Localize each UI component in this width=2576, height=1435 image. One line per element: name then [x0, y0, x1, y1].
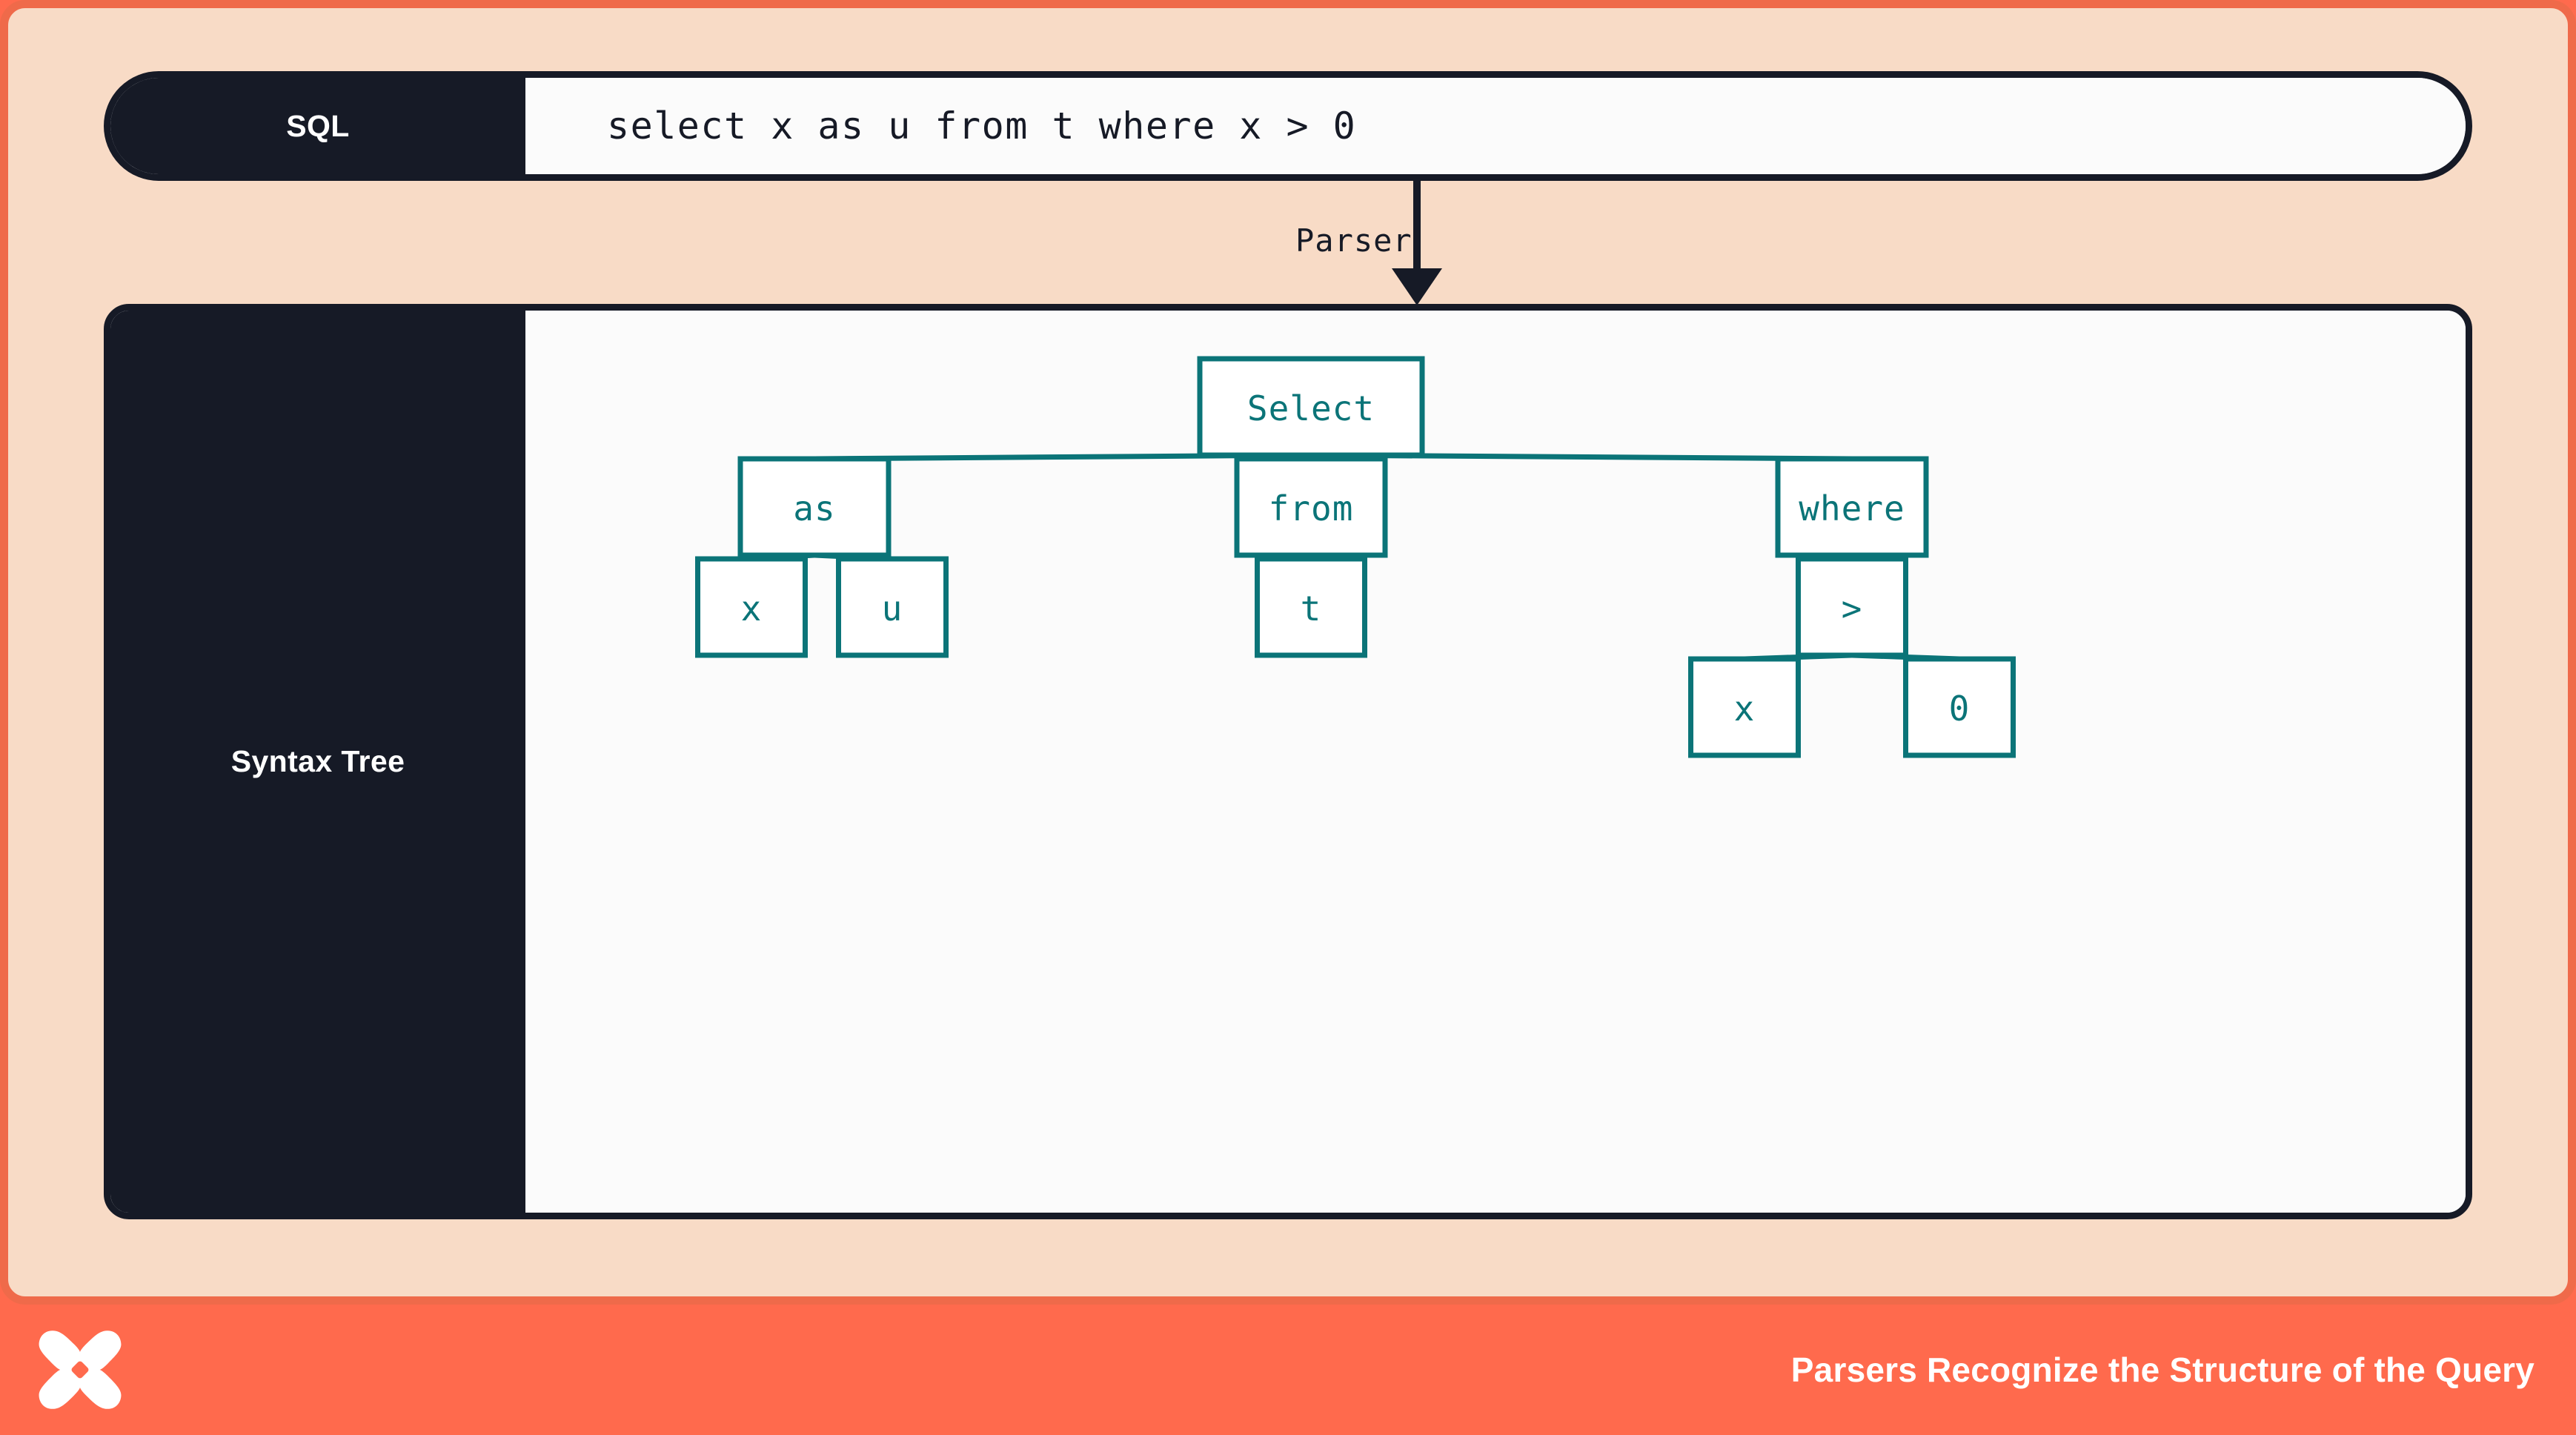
tree-node-box	[1255, 556, 1367, 658]
parser-arrow	[1260, 181, 1571, 307]
tree-node-box	[1197, 356, 1425, 458]
footer-bar: Parsers Recognize the Structure of the Q…	[0, 1305, 2576, 1435]
syntax-tree-canvas: Select as from where x u t > x 0	[525, 311, 2466, 1213]
tree-node-label: where	[1799, 488, 1905, 528]
tree-node-box	[737, 456, 892, 558]
tree-node[interactable]: 0	[1903, 656, 2016, 758]
x-butterfly-logo-icon	[39, 1330, 122, 1409]
tree-node[interactable]: from	[1234, 456, 1388, 558]
tree-node-label: Select	[1247, 388, 1375, 428]
tree-node[interactable]: u	[836, 556, 949, 658]
tree-node[interactable]: t	[1255, 556, 1367, 658]
tree-node-label: as	[793, 488, 835, 528]
tree-node[interactable]: Select	[1197, 356, 1425, 458]
sql-bar-label: SQL	[110, 78, 525, 174]
syntax-tree-label: Syntax Tree	[110, 311, 525, 1213]
tree-node[interactable]: x	[695, 556, 808, 658]
tree-node-box	[1775, 456, 1929, 558]
tree-node[interactable]: where	[1775, 456, 1929, 558]
syntax-tree-panel: Syntax Tree Select as from where x u t > x 0	[104, 304, 2472, 1219]
tree-node-box	[1796, 556, 1908, 658]
tree-node-box	[836, 556, 949, 658]
tree-node-label: from	[1269, 488, 1354, 528]
parser-label: Parser	[1295, 222, 1413, 259]
tree-node-box	[1234, 456, 1388, 558]
sql-bar: SQL select x as u from t where x > 0	[104, 71, 2472, 181]
sql-query-text[interactable]: select x as u from t where x > 0	[525, 78, 2466, 174]
tree-node-box	[1688, 656, 1801, 758]
syntax-tree-graph: Select as from where x u t > x 0	[695, 356, 2016, 758]
tree-node-label: 0	[1949, 689, 1971, 729]
tree-node-label: x	[741, 589, 763, 629]
tree-node[interactable]: x	[1688, 656, 1801, 758]
tree-node[interactable]: >	[1796, 556, 1908, 658]
footer-caption: Parsers Recognize the Structure of the Q…	[1790, 1351, 2534, 1389]
tree-node-label: x	[1734, 689, 1756, 729]
tree-node-box	[1903, 656, 2016, 758]
tree-node[interactable]: as	[737, 456, 892, 558]
tree-node-label: t	[1301, 589, 1322, 629]
tree-node-label: u	[882, 589, 903, 629]
tree-node-label: >	[1842, 589, 1863, 629]
tree-node-box	[695, 556, 808, 658]
